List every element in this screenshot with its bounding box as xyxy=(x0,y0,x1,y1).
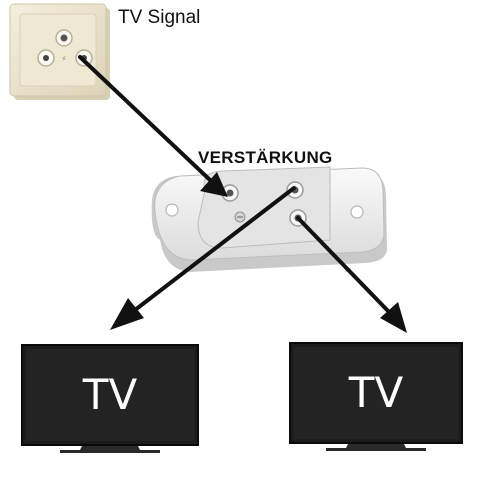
label-amplifier: VERSTÄRKUNG xyxy=(198,148,333,167)
antenna-wall-socket: ⚡ xyxy=(9,3,110,100)
amplifier-mount-hole-right xyxy=(350,205,364,219)
arrow-amplifier-to-tv-right xyxy=(296,216,407,333)
socket-port-left xyxy=(37,49,55,67)
tv-right-screen-text: TV xyxy=(348,368,404,417)
tv-left xyxy=(21,344,199,453)
arrow-socket-to-amplifier xyxy=(78,55,228,197)
amplifier-mount-hole-left xyxy=(165,203,179,217)
amplifier-gain-screw xyxy=(234,211,246,223)
tv-right xyxy=(289,342,463,451)
tv-left-screen-text: TV xyxy=(82,370,138,419)
arrow-amplifier-to-tv-left xyxy=(110,186,296,330)
socket-port-top xyxy=(55,29,73,47)
amplifier-device xyxy=(151,166,387,272)
svg-text:⚡: ⚡ xyxy=(62,55,67,63)
label-tv-signal: TV Signal xyxy=(118,7,201,28)
